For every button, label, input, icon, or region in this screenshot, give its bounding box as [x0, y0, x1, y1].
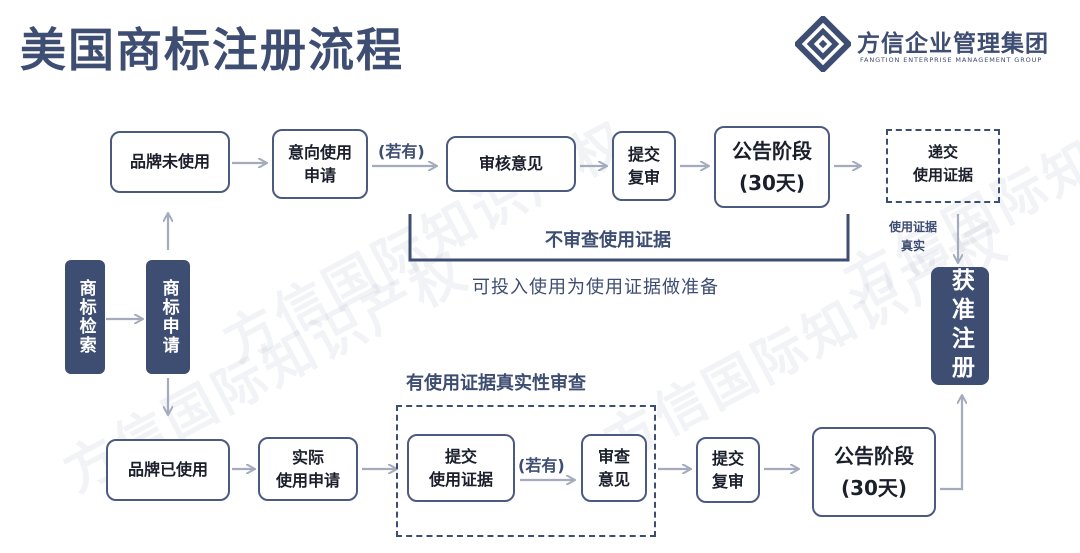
page-title: 美国商标注册流程 [20, 23, 404, 77]
if-any-label-bottom: (若有) [518, 456, 565, 475]
registered-box: 获准注册 [931, 267, 989, 385]
publication-box-bottom: 公告阶段 (30天) [812, 427, 936, 517]
submit-evidence-text: 递交 使用证据 [912, 143, 973, 184]
actual-use-application-box: 实际 使用申请 [258, 437, 358, 501]
no-examination-bracket [408, 214, 850, 262]
prepare-evidence-note: 可投入使用为使用证据做准备 [472, 277, 719, 298]
unused-brand-box: 品牌未使用 [110, 131, 230, 193]
if-any-label-top: (若有) [378, 142, 425, 161]
logo-name: 方信企业管理集团 [857, 31, 1049, 57]
publication-box-top: 公告阶段 (30天) [714, 126, 830, 208]
intent-to-use-box: 意向使用 申请 [272, 129, 368, 199]
submit-evidence-box-bottom: 提交 使用证据 [407, 434, 515, 502]
used-brand-box: 品牌已使用 [106, 439, 230, 501]
submit-review-box-top: 提交 复审 [612, 131, 676, 201]
examination-opinion-box: 审核意见 [446, 136, 576, 192]
logo-icon [795, 16, 851, 72]
authenticity-review-label: 有使用证据真实性审查 [406, 373, 586, 394]
trademark-search-box: 商标检索 [65, 260, 105, 374]
no-examination-label: 不审查使用证据 [545, 230, 671, 251]
review-opinion-box: 审查 意见 [581, 434, 647, 502]
logo-subtitle: FANGTION ENTERPRISE MANAGEMENT GROUP [860, 56, 1043, 64]
arrow-publication-to-registered [940, 396, 962, 491]
submit-review-box-bottom: 提交 复审 [696, 437, 760, 503]
trademark-application-box: 商标申请 [146, 260, 190, 374]
evidence-true-label: 使用证据 真实 [888, 220, 937, 254]
company-logo: 方信企业管理集团 FANGTION ENTERPRISE MANAGEMENT … [795, 16, 1065, 76]
submit-evidence-dashed-box [886, 129, 1000, 203]
authenticity-review-dashed-box [396, 405, 656, 537]
